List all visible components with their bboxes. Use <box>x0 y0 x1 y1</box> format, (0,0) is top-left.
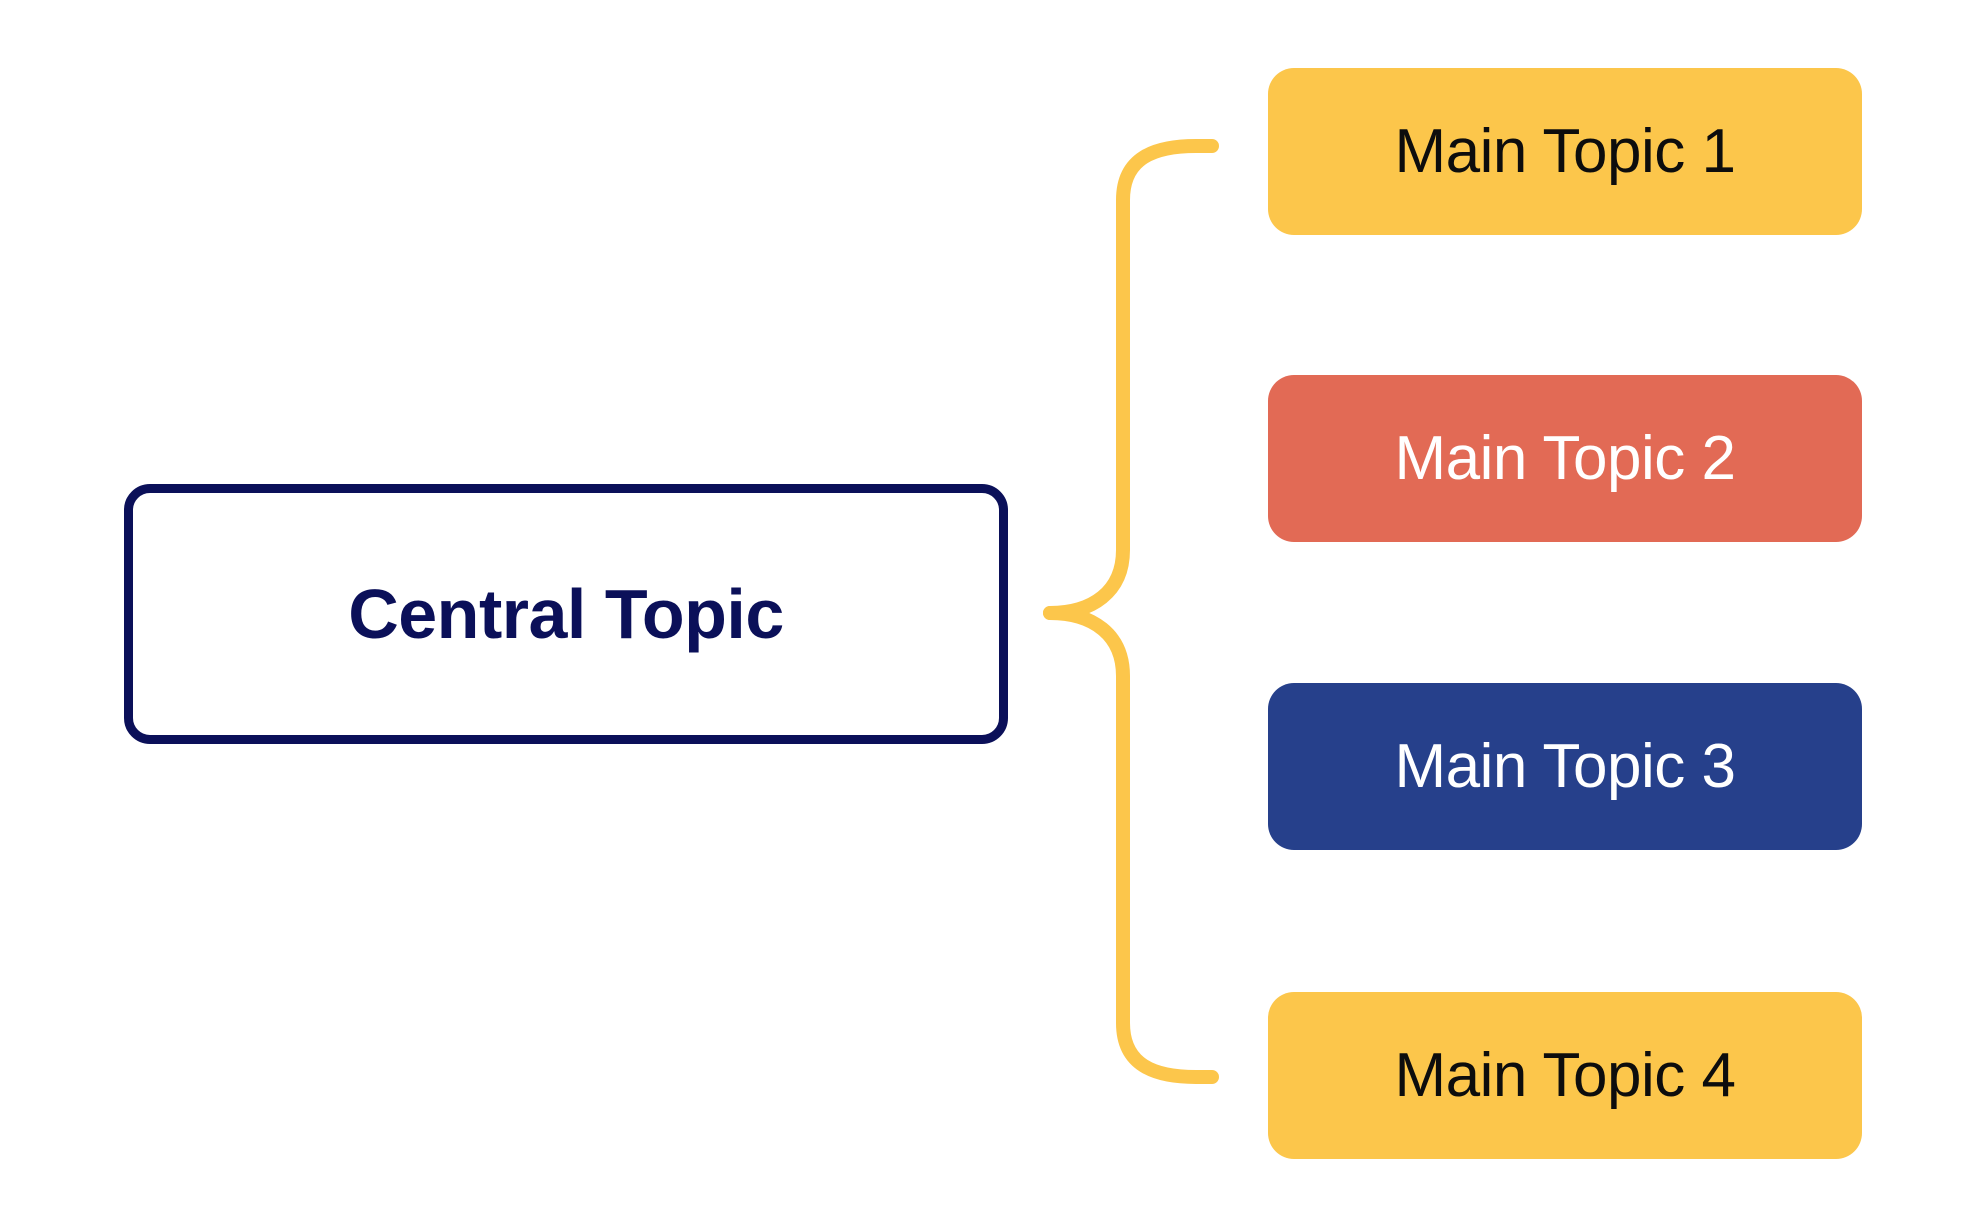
main-topic-1-label: Main Topic 1 <box>1394 116 1736 186</box>
main-topic-4-node[interactable]: Main Topic 4 <box>1268 992 1862 1159</box>
main-topic-3-node[interactable]: Main Topic 3 <box>1268 683 1862 850</box>
main-topic-2-node[interactable]: Main Topic 2 <box>1268 375 1862 542</box>
main-topic-3-label: Main Topic 3 <box>1394 731 1736 801</box>
main-topic-1-node[interactable]: Main Topic 1 <box>1268 68 1862 235</box>
central-topic-node[interactable]: Central Topic <box>124 484 1008 744</box>
connector-lower-path <box>1043 606 1219 1084</box>
main-topic-4-label: Main Topic 4 <box>1394 1040 1736 1110</box>
connector-upper-path <box>1043 139 1219 620</box>
main-topic-2-label: Main Topic 2 <box>1394 423 1736 493</box>
central-topic-label: Central Topic <box>348 575 784 653</box>
